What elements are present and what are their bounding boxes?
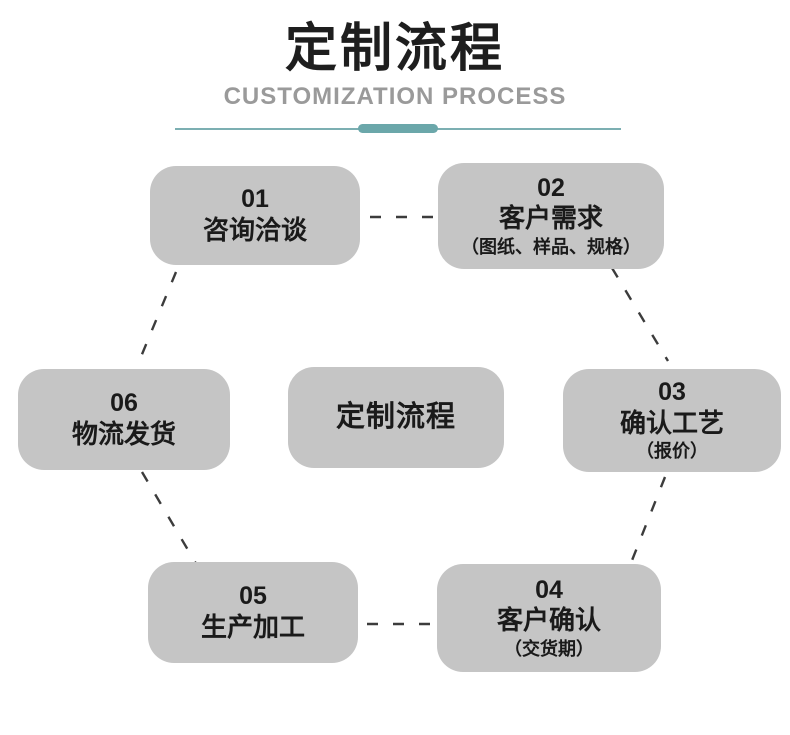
divider-accent-pill: [358, 124, 438, 133]
connector-step3-step4: [625, 476, 667, 574]
page-title: 定制流程: [284, 20, 505, 78]
step-label: 生产加工: [200, 611, 305, 642]
page-subtitle: CUSTOMIZATION PROCESS: [223, 83, 567, 110]
step-number: 02: [537, 173, 565, 202]
step-number: 04: [535, 575, 563, 604]
step-number: 03: [658, 378, 686, 407]
center-node-label: 定制流程: [335, 401, 456, 434]
step-sublabel: （报价）: [636, 441, 708, 462]
step-node-05-production: 05 生产加工: [148, 562, 358, 663]
step-number: 06: [110, 388, 138, 417]
step-sublabel: （交货期）: [504, 638, 594, 659]
step-node-06-logistics-shipping: 06 物流发货: [18, 369, 230, 470]
step-node-03-confirm-process: 03 确认工艺 （报价）: [563, 369, 781, 472]
step-label: 客户需求: [498, 203, 603, 234]
connector-step6-step5: [140, 471, 200, 568]
step-number: 01: [241, 184, 269, 213]
connector-step1-step6: [136, 271, 178, 365]
step-node-02-customer-requirements: 02 客户需求 （图纸、样品、规格）: [438, 163, 664, 269]
step-sublabel: （图纸、样品、规格）: [461, 236, 641, 257]
step-label: 确认工艺: [619, 407, 724, 438]
step-label: 客户确认: [496, 605, 601, 636]
step-node-01-consultation: 01 咨询洽谈: [150, 166, 360, 265]
connector-step2-step3: [610, 267, 670, 362]
step-label: 咨询洽谈: [202, 214, 307, 245]
step-node-04-customer-confirmation: 04 客户确认 （交货期）: [437, 564, 661, 672]
step-number: 05: [239, 581, 267, 610]
step-label: 物流发货: [71, 418, 176, 449]
center-node-customization-process: 定制流程: [288, 367, 504, 468]
